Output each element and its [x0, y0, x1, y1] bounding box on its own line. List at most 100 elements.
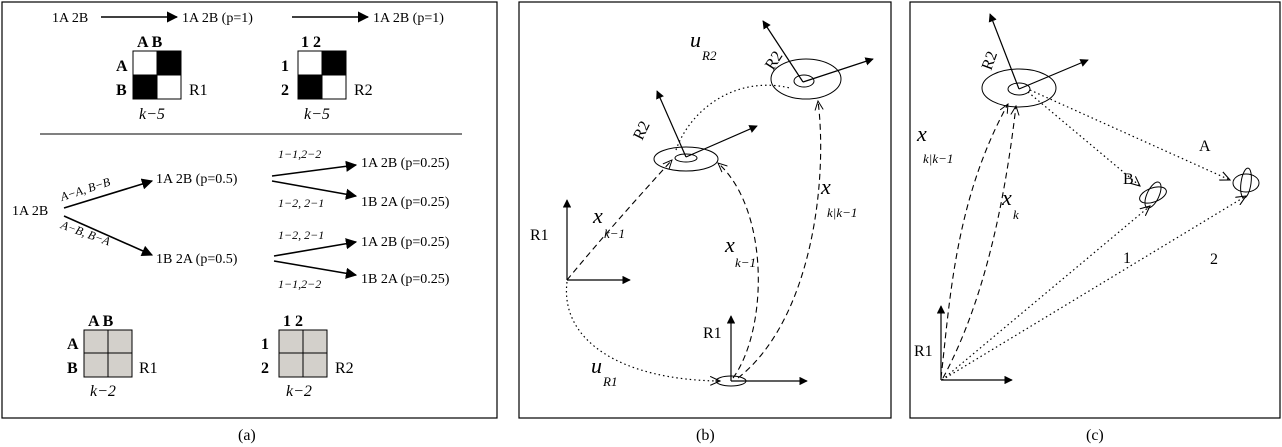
c-label-B: B	[1123, 171, 1134, 188]
a-bottom-r2-name: R2	[335, 360, 354, 377]
panel-a: 1A 2B 1A 2B (p=1) 1A 2B (p=1) A B A B R1…	[1, 1, 498, 444]
a-top-r2-cell	[297, 50, 323, 76]
a-bottom-r1-name: R1	[139, 360, 158, 377]
a-tree-edge-ul	[271, 180, 358, 200]
b-r2t-inner-ellipse	[793, 74, 815, 88]
a-bottom-r1-col-labels: A B	[88, 313, 114, 330]
b-u-r1-sub: R1	[602, 374, 617, 389]
b-r1-label: R1	[530, 227, 549, 244]
b-x-kk1-path	[737, 101, 821, 379]
a-bottom-r1-time: k−2	[90, 383, 116, 400]
c-r1-to-b-path	[941, 206, 1150, 381]
a-tree-edge-root-upper	[63, 178, 154, 209]
a-tree-edge-root-lower	[63, 215, 154, 257]
c-r1-to-a-path	[941, 196, 1246, 381]
a-top-r1-time: k−5	[139, 106, 165, 123]
c-label-A: A	[1199, 138, 1211, 155]
c-r2-frame: R2	[979, 13, 1089, 108]
a-bottom-r1-cell	[83, 329, 109, 354]
c-r2-axis-2	[1018, 59, 1089, 90]
a-caption: (a)	[238, 427, 256, 444]
a-bottom-r2-time: k−2	[286, 383, 312, 400]
a-top-r2-cell	[297, 74, 323, 100]
a-tree-edge-uu-label: 1−1,2−2	[278, 147, 321, 161]
b-r2t-axis-2	[802, 57, 874, 83]
c-landmark-a-ellipse-1	[1232, 173, 1260, 193]
b-x-kk1-main: x	[820, 174, 831, 199]
c-x-kk1-main: x	[916, 121, 927, 146]
b-x-k1-mid-main: x	[724, 232, 735, 257]
c-r1-label: R1	[914, 343, 933, 360]
c-landmark-a-ellipse-2	[1240, 167, 1252, 199]
b-x-k1-left-path	[566, 160, 672, 281]
c-r1-frame: R1	[914, 305, 1013, 385]
a-bottom-r1-cell	[83, 352, 109, 378]
c-x-k-sub: k	[1013, 207, 1019, 222]
a-top-r2-matrix: 1 2 1 2 R2 k−5	[281, 34, 373, 123]
a-top-r1-cell	[156, 50, 182, 76]
c-r2-to-a-path	[1029, 89, 1230, 180]
b-r1b-label: R1	[703, 325, 722, 342]
a-top-r2-row-label-1: 1	[281, 58, 289, 75]
c-label-2: 2	[1210, 251, 1218, 268]
b-u-r2-path	[675, 84, 791, 151]
a-bottom-r2-cell	[302, 329, 328, 354]
panel-a-frame	[1, 1, 498, 419]
a-bottom-r1-cell	[107, 329, 133, 354]
a-top-r2-cell	[321, 50, 347, 76]
a-tree-leaf: 1B 2A (p=0.25)	[361, 195, 450, 210]
c-landmark-b-ellipse-1	[1139, 186, 1167, 204]
a-tree-edge-upper-label: A−A, B−B	[58, 174, 113, 204]
b-r2m-label: R2	[630, 119, 653, 143]
c-r2-label: R2	[979, 49, 1001, 72]
c-r2-to-b-path	[1027, 91, 1140, 186]
b-u-r2-sub: R2	[701, 48, 717, 63]
a-bottom-r1-row-label-2: B	[67, 360, 78, 377]
a-tree-edge-lower-label: A−B, B−A	[58, 217, 113, 248]
a-top-r2-cell	[321, 74, 347, 100]
b-r2t-axis-1	[762, 20, 804, 83]
c-landmark-b: B	[1123, 171, 1167, 209]
b-r2m-axis-2	[685, 125, 758, 158]
a-top-r1-cell	[132, 50, 158, 76]
panel-b-frame	[518, 1, 892, 419]
a-top-r1-cell	[156, 74, 182, 100]
a-tree-mid-lower: 1B 2A (p=0.5)	[156, 252, 238, 267]
a-bottom-r1-cell	[107, 352, 133, 378]
a-top-r1-row-label-1: A	[116, 58, 128, 75]
c-x-kk1-path	[940, 104, 1008, 379]
c-landmark-b-ellipse-2	[1144, 181, 1162, 209]
a-top-state-0: 1A 2B	[52, 11, 88, 26]
b-r2m-axis-1	[656, 90, 687, 158]
c-r2-axis-1	[988, 13, 1020, 90]
b-x-k1-mid-sub: k−1	[735, 255, 756, 270]
b-x-k1-left-sub: k−1	[604, 226, 625, 241]
b-u-r1-main: u	[591, 353, 602, 378]
c-r2-inner-ellipse	[1007, 82, 1031, 96]
a-tree-edge-lu-label: 1−2, 2−1	[278, 228, 324, 242]
b-u-r1-path	[565, 281, 720, 381]
a-top-r2-col-labels: 1 2	[301, 34, 321, 51]
panel-c-frame	[909, 1, 1281, 419]
a-tree-edge-lu	[273, 238, 358, 257]
a-top-r1-name: R1	[189, 82, 208, 99]
b-u-r2-main: u	[690, 27, 701, 52]
a-top-state-2: 1A 2B (p=1)	[373, 11, 444, 26]
b-r1-frame: R1	[530, 199, 631, 285]
a-tree-root: 1A 2B	[12, 204, 48, 219]
a-bottom-r1-matrix: A B A B R1 k−2	[67, 313, 158, 400]
c-x-kk1-sub: k|k−1	[923, 151, 953, 166]
a-tree-edge-ll-label: 1−1,2−2	[278, 277, 321, 291]
a-bottom-r2-cell	[302, 352, 328, 378]
c-caption: (c)	[1086, 427, 1104, 444]
b-x-k1-mid-path	[718, 163, 759, 379]
a-top-r1-col-labels: A B	[137, 34, 163, 51]
a-tree-leaf: 1A 2B (p=0.25)	[361, 156, 450, 171]
b-x-kk1-sub: k|k−1	[827, 205, 857, 220]
a-top-r1-cell	[132, 74, 158, 100]
a-tree-edge-uu	[271, 160, 358, 177]
a-top-r2-row-label-2: 2	[281, 82, 289, 99]
a-bottom-r2-cell	[278, 329, 304, 354]
a-tree-leaf: 1B 2A (p=0.25)	[361, 272, 450, 287]
